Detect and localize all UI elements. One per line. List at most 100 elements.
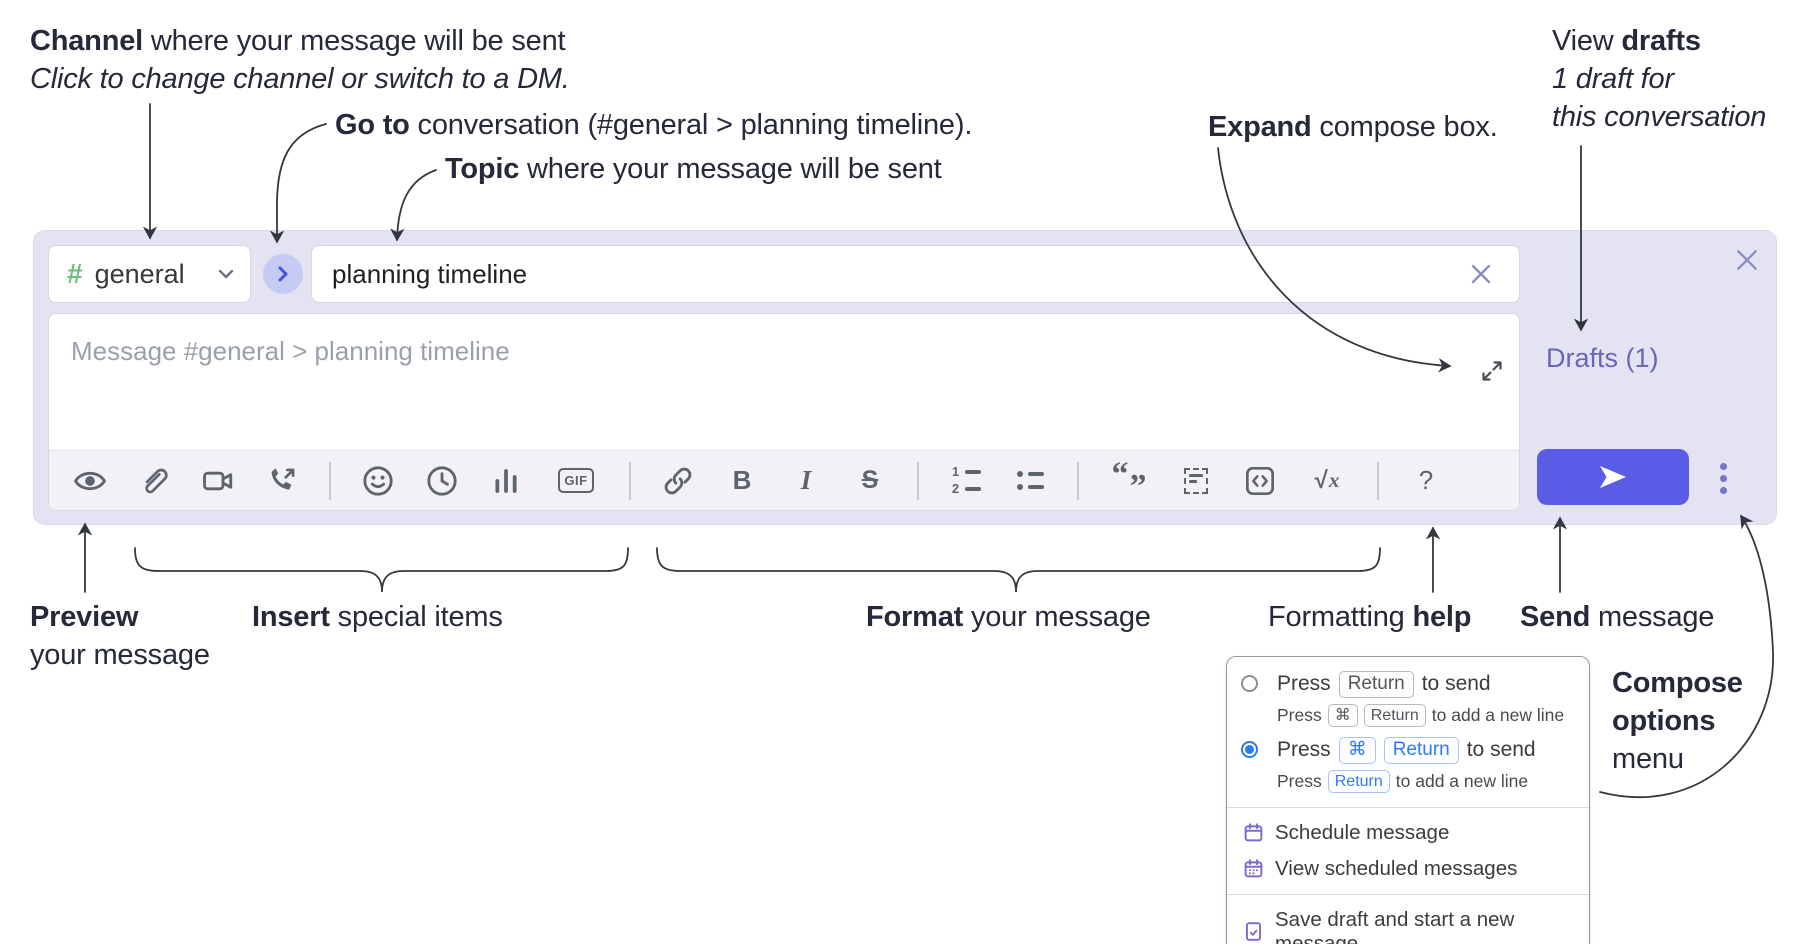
math-icon[interactable]: √x: [1307, 462, 1347, 500]
option1-to-send: to send: [1421, 672, 1491, 696]
annotation-format-rest: your message: [963, 601, 1151, 633]
preview-eye-icon[interactable]: [73, 462, 107, 500]
drafts-link[interactable]: Drafts (1): [1546, 343, 1659, 373]
annotation-drafts-bold: drafts: [1621, 25, 1701, 57]
annotation-insert-bold: Insert: [252, 601, 330, 633]
option2-sub-post: to add a new line: [1395, 770, 1529, 791]
kbd-return-blue: Return: [1383, 736, 1459, 764]
channel-selector[interactable]: # general: [48, 245, 251, 303]
send-button[interactable]: [1537, 449, 1689, 505]
annotation-goto-bold: Go to: [335, 109, 410, 141]
toolbar-divider: [329, 461, 331, 500]
annotation-help-bold: help: [1412, 601, 1472, 633]
brace-insert: [134, 547, 629, 593]
menu-item-save-draft[interactable]: Save draft and start a new message: [1241, 902, 1575, 944]
quote-open-glyph: “: [1111, 455, 1129, 493]
poll-icon[interactable]: [489, 462, 523, 500]
annotation-compose-line3: menu: [1612, 743, 1684, 775]
annotation-topic-rest: where your message will be sent: [519, 153, 942, 185]
quote-icon[interactable]: “”: [1109, 455, 1149, 505]
compose-options-menu-icon[interactable]: [1709, 461, 1737, 495]
bulleted-list-icon[interactable]: [1013, 462, 1047, 500]
strike-label: S: [861, 466, 879, 494]
popup-divider: [1227, 893, 1589, 895]
menu-item-view-scheduled[interactable]: View scheduled messages: [1241, 851, 1575, 887]
channel-name: general: [94, 258, 185, 289]
topic-input[interactable]: [311, 245, 1520, 303]
annotation-drafts-pre: View: [1552, 25, 1622, 57]
attach-file-icon[interactable]: [137, 462, 171, 500]
annotation-format-bold: Format: [866, 601, 964, 633]
draft-check-icon: [1243, 921, 1264, 942]
annotation-expand-rest: compose box.: [1311, 111, 1498, 143]
strikethrough-icon[interactable]: S: [853, 462, 887, 500]
calendar-icon: [1243, 822, 1264, 843]
annotation-insert-rest: special items: [329, 601, 503, 633]
chevron-right-icon: [278, 266, 288, 282]
voice-call-icon[interactable]: [265, 462, 299, 500]
annotation-channel-line1: Channel where your message will be sent: [30, 22, 570, 60]
formatting-help-icon[interactable]: ?: [1409, 462, 1443, 500]
emoji-icon[interactable]: [361, 462, 395, 500]
radio-selected-icon[interactable]: [1241, 740, 1258, 758]
ol-number-2: 2: [951, 481, 960, 496]
annotation-drafts: View drafts 1 draft for this conversatio…: [1552, 22, 1766, 136]
quote-close-glyph: ”: [1129, 467, 1147, 505]
spoiler-icon[interactable]: [1179, 462, 1213, 500]
ol-number-1: 1: [951, 464, 960, 479]
annotation-compose-options: Compose options menu: [1612, 664, 1743, 778]
gif-icon[interactable]: GIF: [553, 462, 599, 500]
menu-item-label: Schedule message: [1275, 820, 1450, 844]
chevron-down-icon: [216, 264, 236, 284]
option1-sub-post: to add a new line: [1431, 704, 1565, 725]
kbd-return: Return: [1338, 671, 1414, 698]
go-to-conversation-button[interactable]: [263, 254, 303, 294]
menu-item-label: View scheduled messages: [1275, 856, 1518, 880]
annotation-expand-bold: Expand: [1208, 111, 1312, 143]
annotation-preview-bold: Preview: [30, 601, 139, 633]
annotation-insert: Insert special items: [252, 598, 503, 636]
compose-box: # general: [33, 230, 1777, 525]
message-input[interactable]: [49, 314, 1519, 432]
annotation-compose-line2: options: [1612, 705, 1716, 737]
bold-icon[interactable]: B: [725, 462, 759, 500]
channel-hash-icon: #: [67, 258, 83, 289]
annotation-topic-bold: Topic: [445, 153, 520, 185]
annotation-channel-line2: Click to change channel or switch to a D…: [30, 63, 570, 95]
calendar-grid-icon: [1243, 858, 1264, 879]
option1-press: Press: [1277, 672, 1331, 696]
option2-to-send: to send: [1466, 738, 1536, 762]
annotation-channel-bold: Channel: [30, 25, 143, 57]
time-icon[interactable]: [425, 462, 459, 500]
message-box: GIF B I S 12: [48, 313, 1520, 511]
italic-icon[interactable]: I: [789, 462, 823, 500]
expand-compose-icon[interactable]: [1479, 358, 1505, 384]
annotation-preview-line2: your message: [30, 639, 210, 671]
arrow-goto: [269, 123, 327, 244]
option2-press: Press: [1277, 738, 1331, 762]
link-icon[interactable]: [661, 462, 695, 500]
kbd-cmd-blue: ⌘: [1338, 736, 1376, 764]
sqrt-glyph: √: [1314, 466, 1328, 494]
help-label: ?: [1418, 465, 1434, 495]
topic-clear-icon[interactable]: [1466, 259, 1496, 289]
radio-unselected-icon[interactable]: [1241, 675, 1258, 692]
code-icon[interactable]: [1243, 462, 1277, 500]
annotation-expand: Expand compose box.: [1208, 108, 1498, 146]
menu-item-schedule-message[interactable]: Schedule message: [1241, 815, 1575, 851]
toolbar-divider: [629, 461, 631, 500]
video-call-icon[interactable]: [201, 462, 235, 500]
option1-sub-press: Press: [1277, 704, 1322, 725]
toolbar-divider: [1377, 461, 1379, 500]
send-plane-icon: [1600, 466, 1626, 488]
toolbar-divider: [917, 461, 919, 500]
toolbar-divider: [1077, 461, 1079, 500]
close-compose-icon[interactable]: [1732, 245, 1762, 275]
